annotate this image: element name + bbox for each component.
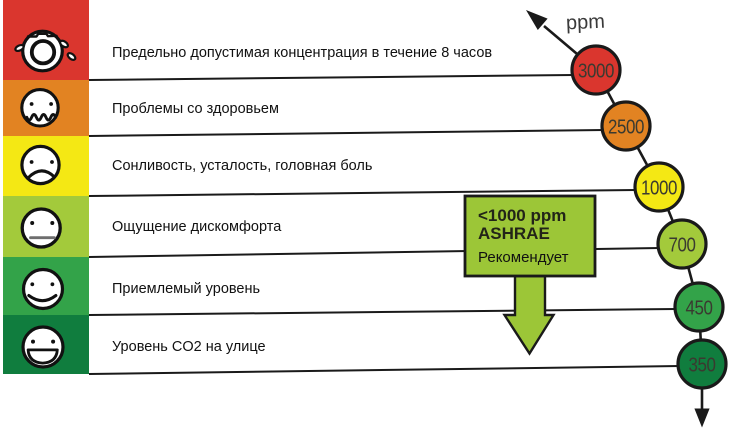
- callout-box: [463, 194, 597, 278]
- sick-face-icon: [20, 88, 60, 128]
- scale-point-450: [673, 281, 725, 333]
- sick-face-left-eye: [29, 102, 34, 106]
- laughing-face-open-smile-mouth: [26, 348, 59, 365]
- scale-value-700: 700: [669, 234, 696, 257]
- row-label-1: Предельно допустимая концентрация в тече…: [112, 45, 492, 61]
- laughing-face-right-eye: [51, 339, 56, 344]
- scale-axis-arrowhead-down-icon: [694, 408, 710, 428]
- smiling-face-icon: [21, 267, 65, 311]
- row-labels: Предельно допустимая концентрация в тече…: [112, 45, 492, 355]
- laughing-face-left-eye: [31, 339, 35, 344]
- sick-face-right-eye: [49, 102, 53, 106]
- axis-unit-label: ppm: [566, 11, 606, 35]
- scale-point-values: 3000 2500 1000 700 450 350: [578, 60, 716, 377]
- scale-point-1000: [633, 161, 685, 213]
- callout-arrow-down-icon: [502, 274, 556, 356]
- laughing-face-icon: [21, 325, 65, 369]
- sad-face-frown-mouth: [27, 169, 56, 179]
- smiling-face-outline: [21, 267, 65, 311]
- neutral-face-left-eye: [30, 221, 35, 225]
- scale-value-1000: 1000: [641, 177, 677, 200]
- ashrae-callout: <1000 ppm ASHRAE Рекомендует: [463, 194, 597, 356]
- scale-value-2500: 2500: [608, 116, 644, 139]
- scale-value-450: 450: [686, 297, 713, 320]
- scale-value-3000: 3000: [578, 60, 614, 83]
- connector-line-350: [88, 365, 681, 375]
- row-label-3: Сонливость, усталость, головная боль: [112, 158, 372, 174]
- connector-line-2500: [88, 129, 605, 137]
- neutral-face-right-eye: [50, 221, 55, 225]
- callout-line2: ASHRAE: [478, 224, 550, 243]
- connector-line-1000: [88, 189, 638, 197]
- scale-point-2500: [600, 100, 652, 152]
- scale-point-350: [676, 338, 728, 390]
- row-label-6: Уровень CO2 на улице: [112, 339, 266, 355]
- sick-face-wavy-mouth: [25, 113, 58, 122]
- scale-point-700: [656, 218, 708, 270]
- scale-point-3000: [570, 44, 622, 96]
- exhausted-face-open-mouth: [29, 39, 57, 66]
- exhausted-sweating-face-sweat-drop-3: [66, 52, 77, 61]
- scale-points: [570, 44, 728, 390]
- exhausted-sweating-face-sweat-drop-2: [59, 39, 69, 49]
- sad-face-left-eye: [29, 160, 34, 164]
- neutral-face-icon: [20, 207, 62, 249]
- row-label-5: Приемлемый уровень: [112, 281, 260, 297]
- callout-line1: <1000 ppm: [478, 206, 566, 225]
- callout-line3: Рекомендует: [478, 249, 569, 266]
- sad-face-right-eye: [50, 160, 54, 164]
- exhausted-sweating-face-sweat-drop-1: [14, 43, 25, 53]
- row-label-2: Проблемы со здоровьем: [112, 101, 279, 117]
- exhausted-face-furrowed-brow: [26, 32, 58, 38]
- connector-line-450: [88, 308, 678, 316]
- exhausted-sweating-face-icon: [14, 29, 77, 73]
- row-label-4: Ощущение дискомфорта: [112, 219, 282, 235]
- scale-axis-arrowhead-up-icon: [526, 10, 548, 30]
- sad-face-icon: [20, 144, 61, 186]
- connector-line-3000: [88, 74, 575, 81]
- smiling-face-left-eye: [30, 282, 35, 287]
- connector-lines: [88, 74, 681, 375]
- scale-value-350: 350: [689, 354, 716, 377]
- smiling-face-right-eye: [50, 282, 55, 287]
- smiling-face-smile-mouth: [27, 294, 58, 303]
- neutral-face-outline: [20, 207, 62, 249]
